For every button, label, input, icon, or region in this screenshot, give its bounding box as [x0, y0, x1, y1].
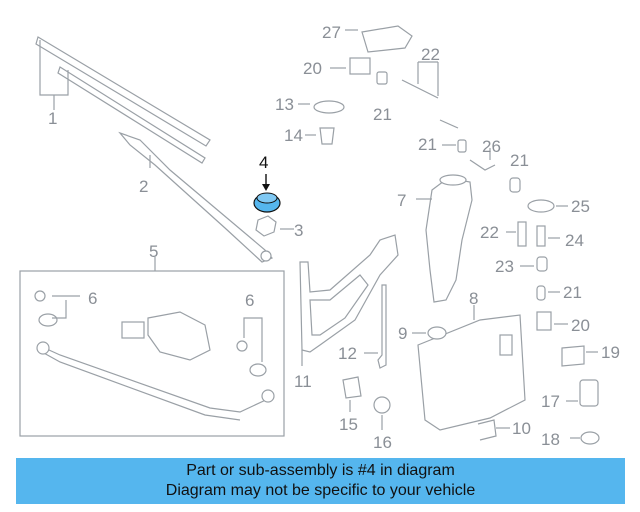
bracket-part — [299, 234, 399, 366]
callout-22b: 22 — [480, 223, 499, 242]
info-banner: Part or sub-assembly is #4 in diagram Di… — [16, 458, 625, 504]
callout-1: 1 — [48, 109, 57, 128]
callout-21a: 21 — [373, 105, 392, 124]
callout-4: 4 — [259, 153, 268, 172]
callout-15: 15 — [339, 415, 358, 434]
callout-17: 17 — [541, 392, 560, 411]
callout-12: 12 — [338, 344, 357, 363]
callout-18: 18 — [541, 430, 560, 449]
callout-23: 23 — [495, 257, 514, 276]
callout-2: 2 — [139, 177, 148, 196]
callout-9: 9 — [398, 324, 407, 343]
nut-part-3 — [255, 215, 294, 237]
banner-line-2: Diagram may not be specific to your vehi… — [165, 482, 476, 499]
callout-6a: 6 — [88, 289, 97, 308]
banner-line-1: Part or sub-assembly is #4 in diagram — [186, 462, 455, 479]
reservoir-part — [417, 305, 526, 431]
callout-14: 14 — [284, 126, 303, 145]
callout-22a: 22 — [421, 45, 440, 64]
callout-24: 24 — [565, 231, 584, 250]
rod-part — [364, 284, 387, 369]
callout-20b: 20 — [571, 316, 590, 335]
callout-8: 8 — [469, 289, 478, 308]
wiper-arm-part — [118, 131, 274, 263]
parts-diagram: 1 2 3 4 5 6 6 7 8 9 10 11 12 13 14 15 16… — [19, 23, 620, 452]
callout-27: 27 — [322, 23, 341, 42]
callout-10: 10 — [512, 419, 531, 438]
callout-19: 19 — [601, 343, 620, 362]
wiper-blade-part — [35, 36, 211, 164]
callout-16: 16 — [373, 433, 392, 452]
callout-21d: 21 — [563, 283, 582, 302]
callout-labels: 1 2 3 4 5 6 6 7 8 9 10 11 12 13 14 15 16… — [48, 23, 620, 452]
callout-21c: 21 — [510, 151, 529, 170]
callout-5: 5 — [149, 242, 158, 261]
callout-25: 25 — [571, 197, 590, 216]
callout-21b: 21 — [418, 135, 437, 154]
right-small-parts — [298, 25, 600, 445]
callout-7: 7 — [397, 191, 406, 210]
callout-11: 11 — [294, 372, 312, 391]
callout-6b: 6 — [245, 291, 254, 310]
motor-linkage-box — [19, 257, 285, 437]
highlighted-part-4 — [253, 174, 281, 213]
callout-20a: 20 — [303, 59, 322, 78]
reservoir-neck-part — [416, 174, 473, 303]
callout-3: 3 — [294, 221, 303, 240]
callout-13: 13 — [275, 95, 294, 114]
callout-26: 26 — [482, 137, 501, 156]
